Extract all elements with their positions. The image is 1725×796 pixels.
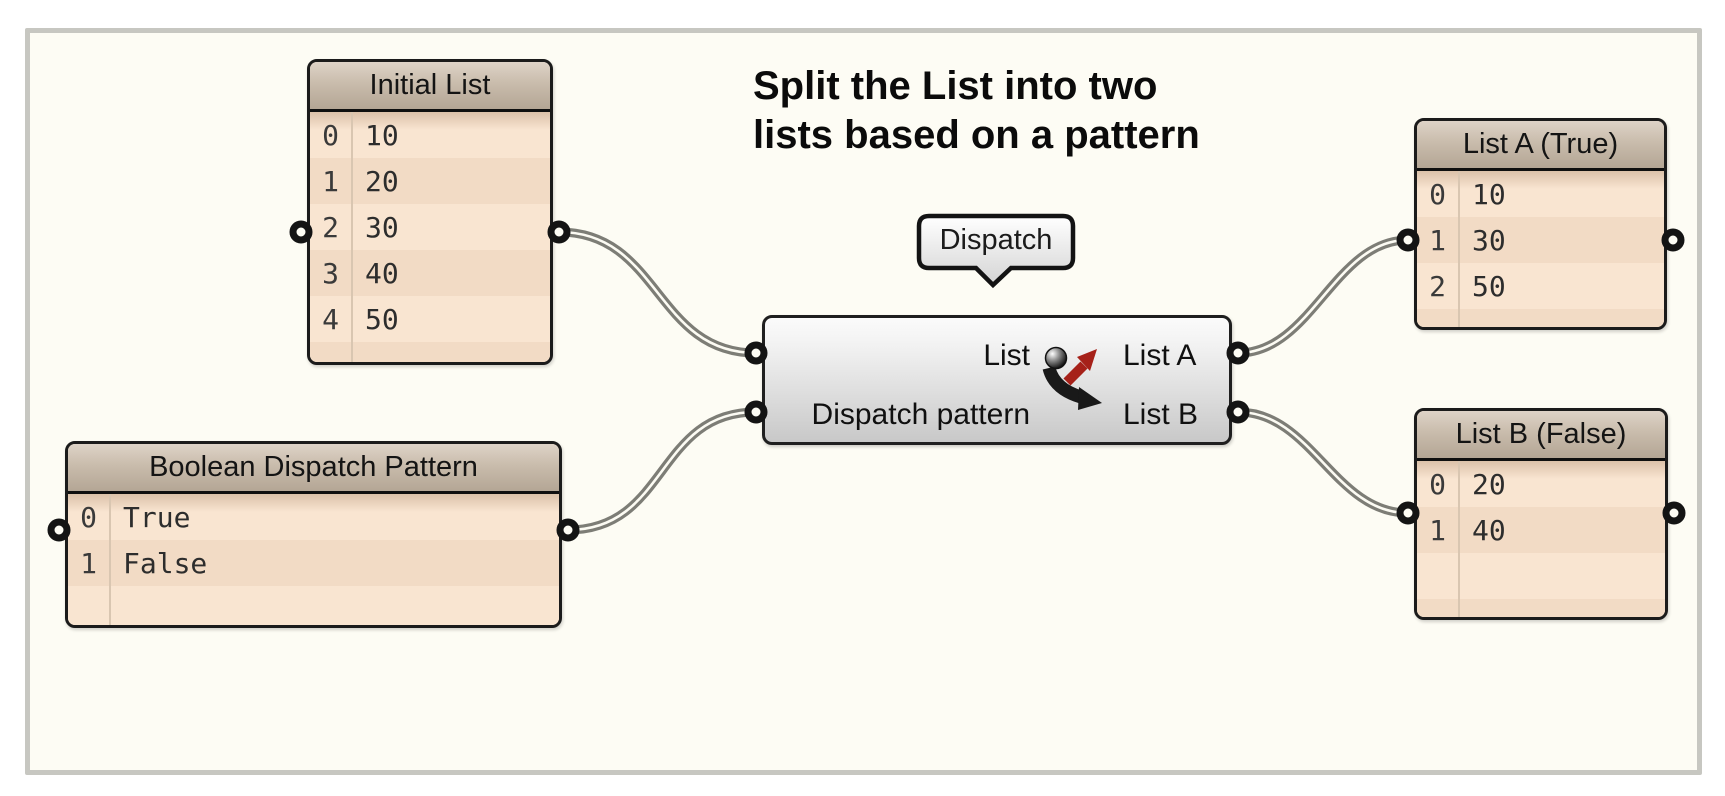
list-item: 1 20 — [310, 158, 550, 204]
row-value: 10 — [1472, 177, 1506, 211]
panel-body: 0 10 1 30 2 50 — [1417, 171, 1664, 327]
panel-list-a-true[interactable]: List A (True) 0 10 1 30 2 50 — [1414, 118, 1667, 330]
row-value: 20 — [365, 164, 399, 198]
annotation-title-line1: Split the List into two — [753, 64, 1158, 108]
panel-boolean-dispatch-pattern[interactable]: Boolean Dispatch Pattern 0 True 1 False — [65, 441, 562, 628]
row-value: 30 — [1472, 223, 1506, 257]
list-item: 0 10 — [1417, 171, 1664, 217]
index-column-divider — [351, 112, 353, 362]
row-index: 0 — [1429, 177, 1446, 211]
row-index: 0 — [80, 500, 97, 534]
row-index: 2 — [322, 210, 339, 244]
input-port-label-dispatch-pattern: Dispatch pattern — [811, 398, 1030, 431]
row-index: 0 — [322, 118, 339, 152]
list-item: 1 30 — [1417, 217, 1664, 263]
annotation-title: Split the List into two lists based on a… — [753, 62, 1200, 160]
row-index: 1 — [80, 546, 97, 580]
panel-title: List A (True) — [1417, 121, 1664, 171]
component-name-bubble — [916, 213, 1076, 289]
panel-title: Initial List — [310, 62, 550, 112]
row-index: 3 — [322, 256, 339, 290]
row-index: 4 — [322, 302, 339, 336]
row-value: 40 — [365, 256, 399, 290]
list-item: 2 30 — [310, 204, 550, 250]
row-index: 1 — [322, 164, 339, 198]
row-value: 20 — [1472, 467, 1506, 501]
list-item: 0 10 — [310, 112, 550, 158]
row-value: 30 — [365, 210, 399, 244]
output-port-label-list-a: List A — [1123, 339, 1197, 372]
row-index: 1 — [1429, 223, 1446, 257]
dispatch-component[interactable]: List Dispatch pattern List A List B — [762, 315, 1232, 445]
row-value: 10 — [365, 118, 399, 152]
list-item: 3 40 — [310, 250, 550, 296]
row-value: 40 — [1472, 513, 1506, 547]
list-item: 2 50 — [1417, 263, 1664, 309]
list-item: 0 20 — [1417, 461, 1665, 507]
index-column-divider — [109, 494, 111, 625]
dispatch-split-arrows-icon — [1042, 346, 1102, 410]
panel-body: 0 20 1 40 — [1417, 461, 1665, 617]
panel-list-b-false[interactable]: List B (False) 0 20 1 40 — [1414, 408, 1668, 620]
component-name-label: Dispatch — [939, 223, 1053, 256]
row-index: 2 — [1429, 269, 1446, 303]
input-port-label-list: List — [983, 339, 1030, 372]
output-port-label-list-b: List B — [1123, 398, 1199, 431]
panel-body: 0 True 1 False — [68, 494, 559, 625]
index-column-divider — [1458, 461, 1460, 617]
row-value: True — [123, 500, 191, 534]
panel-initial-list[interactable]: Initial List 0 10 1 20 2 30 3 40 4 50 — [307, 59, 553, 365]
row-index: 1 — [1429, 513, 1446, 547]
row-index: 0 — [1429, 467, 1446, 501]
list-item: 1 False — [68, 540, 559, 586]
panel-title: List B (False) — [1417, 411, 1665, 461]
panel-title: Boolean Dispatch Pattern — [68, 444, 559, 494]
list-item: 0 True — [68, 494, 559, 540]
panel-body: 0 10 1 20 2 30 3 40 4 50 — [310, 112, 550, 362]
list-item: 1 40 — [1417, 507, 1665, 553]
list-item: 4 50 — [310, 296, 550, 342]
row-value: 50 — [365, 302, 399, 336]
row-value: 50 — [1472, 269, 1506, 303]
index-column-divider — [1458, 171, 1460, 327]
annotation-title-line2: lists based on a pattern — [753, 113, 1200, 157]
row-value: False — [123, 546, 208, 580]
